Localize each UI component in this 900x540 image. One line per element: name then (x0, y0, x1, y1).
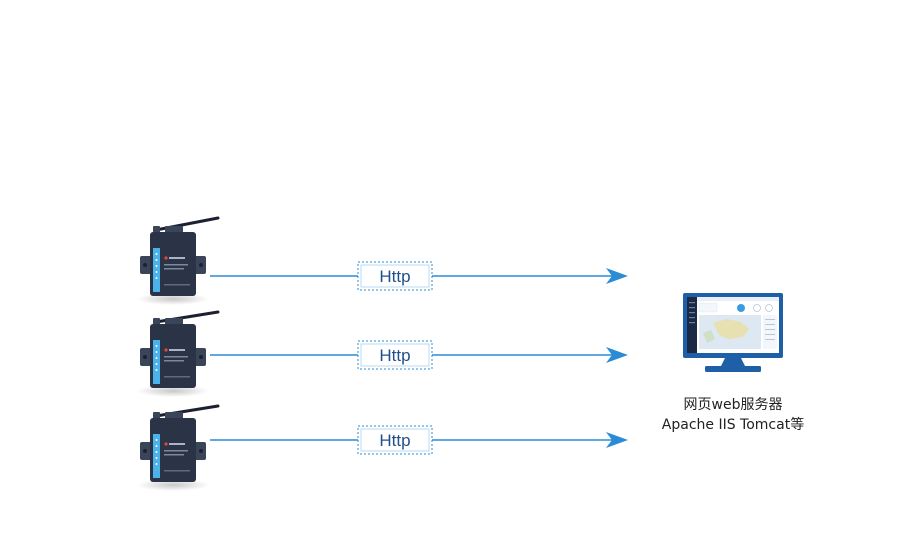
dashboard-sidebar-item (689, 302, 695, 304)
db9-connector (165, 412, 183, 419)
db9-connector (165, 226, 183, 233)
led-dot (155, 457, 158, 459)
led-dot (155, 253, 158, 255)
brand-logo-icon (164, 442, 168, 446)
dashboard-sidebar (687, 297, 697, 353)
http-label: Http (379, 346, 410, 365)
front-label-mark (164, 470, 190, 472)
http-label-box-inner (360, 264, 430, 288)
bracket-hole (199, 355, 203, 359)
dashboard-list-row (765, 334, 775, 335)
serial-server-device-icon (137, 216, 220, 305)
antenna-connector (153, 318, 160, 325)
front-label-mark (164, 360, 184, 362)
dashboard-list (763, 315, 777, 349)
bracket-hole (199, 449, 203, 453)
dashboard-gauge-icon (737, 304, 745, 312)
http-label-box (357, 340, 433, 370)
led-dot (155, 345, 158, 347)
led-dot (155, 357, 158, 359)
led-dot (155, 369, 158, 371)
bracket-hole (199, 263, 203, 267)
http-label-box-inner (360, 343, 430, 367)
arrowhead-icon (606, 432, 628, 448)
bracket-hole (143, 263, 147, 267)
antenna-connector (153, 412, 160, 419)
led-dot (155, 277, 158, 279)
arrowhead-icon (606, 268, 628, 284)
led-dot (155, 351, 158, 353)
dashboard-gauge-icon (753, 304, 761, 312)
dashboard-stat-card (698, 302, 718, 313)
dashboard-sidebar-item (689, 307, 695, 309)
dashboard-sidebar-item (689, 312, 695, 314)
arrowhead-icon (606, 347, 628, 363)
front-label-mark (164, 268, 184, 270)
serial-server-device-icon (137, 404, 220, 491)
server-subtitle: Apache IIS Tomcat等 (662, 416, 804, 433)
dashboard-gauge-icon (765, 304, 773, 312)
front-label-mark (164, 450, 188, 452)
http-label: Http (379, 267, 410, 286)
monitor-stand-neck (721, 358, 745, 366)
http-label: Http (379, 431, 410, 450)
monitor-icon (683, 293, 783, 372)
dashboard-sidebar-item (689, 317, 695, 319)
http-connection: Http (210, 261, 628, 291)
server-title: 网页web服务器 (684, 397, 783, 413)
http-label-box-inner (360, 428, 430, 452)
led-dot (155, 363, 158, 365)
front-label-mark (169, 257, 185, 259)
dashboard-map-region (713, 319, 749, 339)
bracket-hole (143, 355, 147, 359)
front-label-mark (164, 284, 190, 286)
led-dot (155, 451, 158, 453)
led-strip (153, 248, 160, 292)
led-dot (155, 439, 158, 441)
led-strip (153, 434, 160, 478)
led-strip (153, 340, 160, 384)
dashboard-sidebar-item (689, 322, 695, 324)
serial-server-device-icon (137, 310, 220, 397)
dashboard-list-row (765, 329, 775, 330)
http-label-box (357, 261, 433, 291)
antenna-connector (153, 226, 160, 233)
bracket-hole (143, 449, 147, 453)
http-connection: Http (210, 340, 628, 370)
dashboard-list-row (765, 324, 775, 325)
front-label-mark (169, 349, 185, 351)
dashboard-map-region (703, 330, 715, 343)
led-dot (155, 463, 158, 465)
front-label-mark (164, 376, 190, 378)
db9-connector (165, 318, 183, 325)
front-label-mark (164, 264, 188, 266)
brand-logo-icon (164, 348, 168, 352)
dashboard-header (697, 297, 779, 301)
brand-logo-icon (164, 256, 168, 260)
led-dot (155, 265, 158, 267)
led-dot (155, 445, 158, 447)
dashboard-list-row (765, 319, 775, 320)
http-label-box (357, 425, 433, 455)
monitor-stand-base (705, 366, 761, 372)
led-dot (155, 259, 158, 261)
front-label-mark (169, 443, 185, 445)
http-connection: Http (210, 425, 628, 455)
dashboard-list-row (765, 339, 775, 340)
front-label-mark (164, 356, 188, 358)
front-label-mark (164, 454, 184, 456)
led-dot (155, 271, 158, 273)
